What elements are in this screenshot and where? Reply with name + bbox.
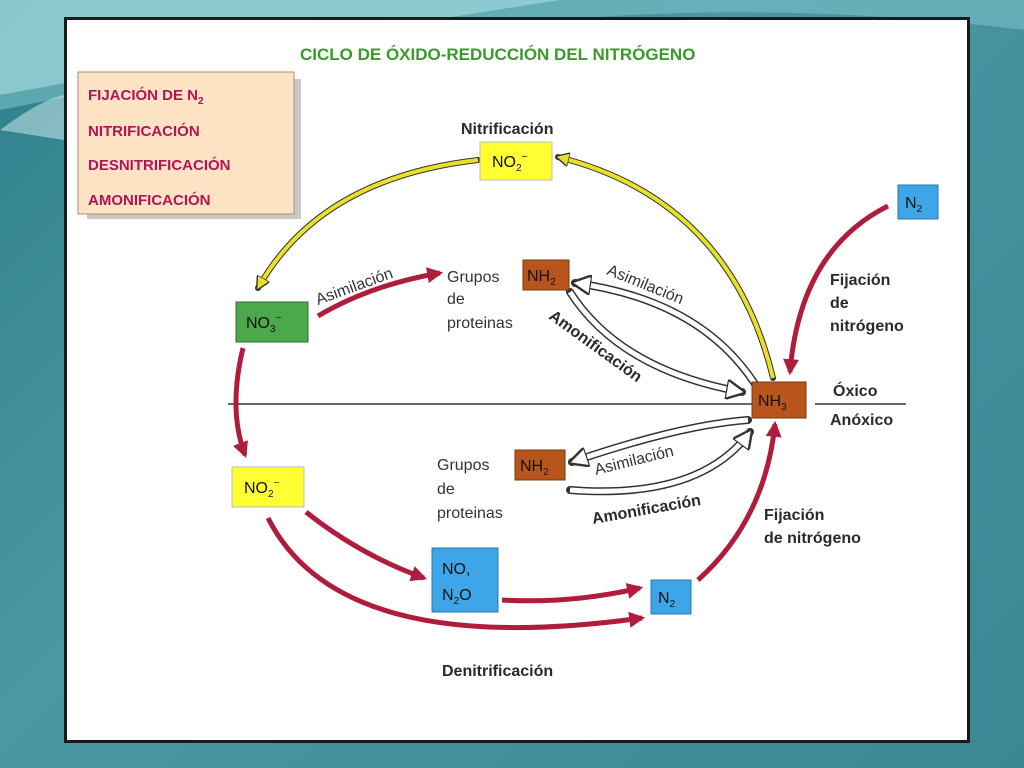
legend-box: FIJACIÓN DE N2 NITRIFICACIÓN DESNITRIFIC… bbox=[77, 71, 301, 219]
svg-text:NO,: NO, bbox=[442, 561, 470, 578]
arrow-denitrification-no2-to-n2 bbox=[265, 516, 646, 631]
label-fijacion-bottom-2: de nitrógeno bbox=[764, 530, 861, 547]
svg-text:N2: N2 bbox=[905, 195, 923, 215]
arrow-no-n2o-to-n2 bbox=[501, 583, 644, 604]
label-fijacion-right-1: Fijación bbox=[830, 272, 890, 289]
arrow-fixation-n2-to-nh3-bottom bbox=[696, 420, 782, 582]
arrow-no3-to-no2 bbox=[232, 347, 248, 458]
compound-n2-right: N2 bbox=[897, 184, 939, 220]
legend-item-fijacion: FIJACIÓN DE N2 bbox=[88, 86, 204, 107]
label-grupos-bottom-3: proteinas bbox=[437, 505, 503, 522]
compound-nh2-top: NH2 bbox=[522, 259, 570, 291]
label-denitrificacion: Denitrificación bbox=[442, 663, 553, 680]
label-anoxico: Anóxico bbox=[830, 412, 893, 429]
label-grupos-top-1: Grupos bbox=[447, 269, 499, 286]
label-fijacion-bottom-1: Fijación bbox=[764, 507, 824, 524]
svg-text:N2O: N2O bbox=[442, 587, 472, 607]
svg-text:NO2−: NO2− bbox=[492, 152, 528, 174]
label-fijacion-right-3: nitrógeno bbox=[830, 318, 904, 335]
label-nitrificacion: Nitrificación bbox=[461, 121, 553, 138]
legend-item-nitrificacion: NITRIFICACIÓN bbox=[88, 122, 200, 140]
legend-item-desnitrificacion: DESNITRIFICACIÓN bbox=[88, 156, 231, 174]
label-amonificacion-bottom: Amonificación bbox=[591, 492, 703, 528]
svg-text:N2: N2 bbox=[658, 590, 676, 610]
svg-text:NH2: NH2 bbox=[527, 268, 556, 288]
svg-text:NH3: NH3 bbox=[758, 393, 787, 413]
arrow-assimilation-no3 bbox=[316, 267, 444, 319]
svg-text:NO2−: NO2− bbox=[244, 478, 280, 500]
svg-text:NH2: NH2 bbox=[520, 458, 549, 478]
compound-no2-top: NO2− bbox=[479, 141, 553, 181]
svg-text:NO3−: NO3− bbox=[246, 313, 282, 335]
compound-no2-left: NO2− bbox=[231, 466, 305, 508]
compound-nh3: NH3 bbox=[751, 381, 807, 419]
compound-nh2-bottom: NH2 bbox=[514, 449, 566, 481]
diagram-title: CICLO DE ÓXIDO-REDUCCIÓN DEL NITRÓGENO bbox=[300, 45, 695, 64]
legend-item-amonificacion: AMONIFICACIÓN bbox=[88, 191, 211, 209]
label-fijacion-right-2: de bbox=[830, 295, 849, 312]
label-grupos-top-2: de bbox=[447, 291, 465, 308]
label-oxico: Óxico bbox=[833, 381, 878, 400]
label-grupos-top-3: proteinas bbox=[447, 315, 513, 332]
compound-n2-bottom: N2 bbox=[650, 579, 692, 615]
label-grupos-bottom-1: Grupos bbox=[437, 457, 489, 474]
compound-no3: NO3− bbox=[235, 301, 309, 343]
label-grupos-bottom-2: de bbox=[437, 481, 455, 498]
arrow-fixation-n2-to-nh3-right bbox=[783, 203, 890, 376]
compound-no-n2o: NO, N2O bbox=[431, 547, 499, 613]
arrow-no2-to-no-n2o bbox=[304, 510, 428, 582]
